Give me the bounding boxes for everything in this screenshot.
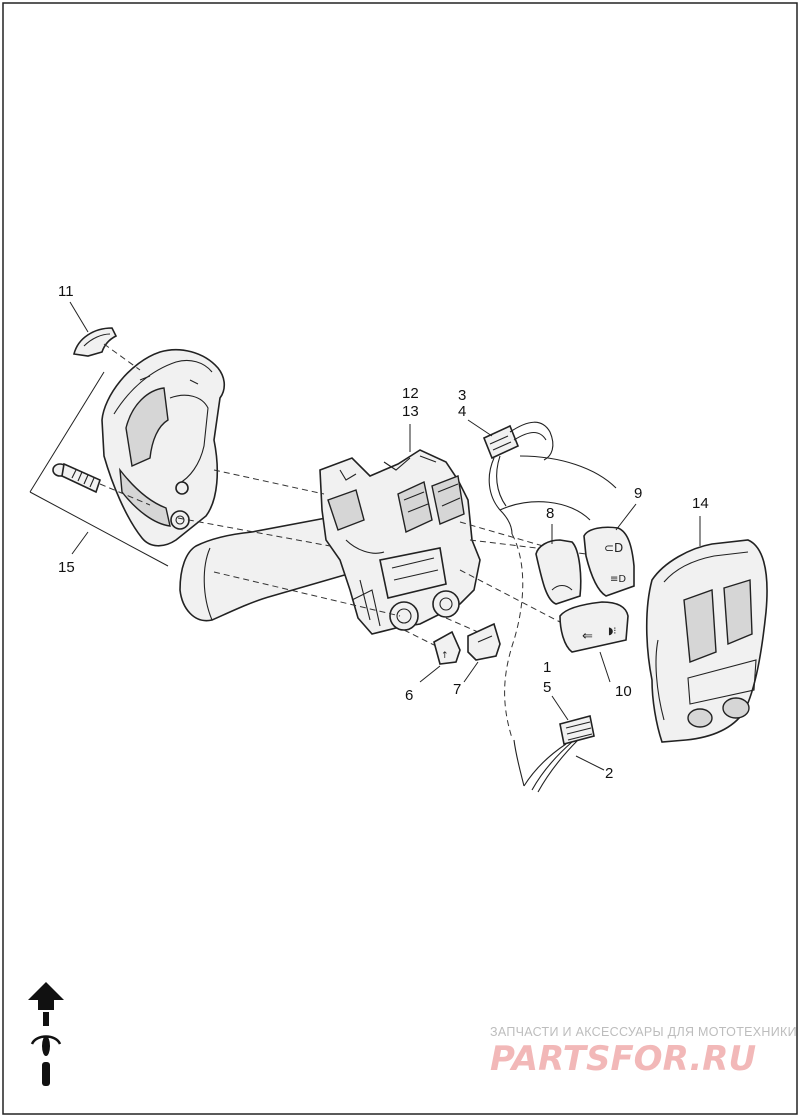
leader-9	[615, 503, 637, 531]
dash-line-center-1	[213, 469, 325, 495]
callout-6: 6	[405, 687, 413, 704]
left-switch-housing	[101, 348, 226, 547]
part-15-bracket-line	[29, 371, 169, 567]
callout-12: 12	[402, 385, 419, 402]
dash-line-center-3	[213, 571, 401, 617]
arc-upper	[519, 455, 617, 489]
svg-text:◗⁝: ◗⁝	[608, 626, 616, 637]
leader-3-4	[467, 419, 493, 437]
watermark-tagline: ЗАПЧАСТИ И АКСЕССУАРЫ ДЛЯ МОТОТЕХНИКИ	[490, 1025, 797, 1039]
part-9-headlight-switch: ⊂D ≡D	[583, 526, 635, 597]
dash-line-center-6	[459, 569, 561, 623]
central-switch-assembly	[319, 449, 481, 635]
dash-line-center-4	[459, 521, 551, 549]
leader-6	[419, 665, 441, 683]
callout-7: 7	[453, 681, 461, 698]
part-8-switch-cap	[535, 539, 582, 605]
dash-line-center-2	[177, 517, 331, 547]
callout-2: 2	[605, 765, 613, 782]
callout-8: 8	[546, 505, 554, 522]
callout-4: 4	[458, 403, 466, 420]
dash-line-center-8	[445, 617, 479, 633]
part-11-clip	[73, 327, 118, 357]
leader-1-5	[551, 695, 569, 721]
watermark-logo: PARTSFOR.RU	[490, 1039, 756, 1079]
dash-wire-down	[504, 533, 524, 739]
svg-text:⊂D: ⊂D	[604, 541, 623, 555]
dash-line-15	[99, 483, 151, 506]
part-3-4-connector	[482, 421, 554, 535]
callout-5: 5	[543, 679, 551, 696]
svg-text:≡D: ≡D	[610, 574, 626, 585]
callout-11: 11	[58, 283, 74, 300]
leader-7	[463, 661, 479, 683]
part-15-screw	[52, 462, 101, 494]
leader-10	[599, 651, 611, 683]
callout-14: 14	[692, 495, 709, 512]
callout-13: 13	[402, 403, 419, 420]
svg-text:↑: ↑	[441, 651, 449, 661]
leader-2	[575, 755, 605, 771]
callout-10: 10	[615, 683, 632, 700]
orientation-arrow-icon	[28, 982, 64, 1086]
part-7-switch-cap	[467, 622, 501, 661]
svg-text:⇐: ⇐	[582, 629, 593, 644]
dash-line-11	[103, 343, 141, 371]
handlebar-grip	[179, 517, 350, 622]
callout-9: 9	[634, 485, 642, 502]
leader-11	[69, 301, 89, 333]
callout-3: 3	[458, 387, 466, 404]
part-1-5-2-connector	[513, 715, 595, 793]
part-10-turn-signal-switch: ⇐ ◗⁝	[559, 601, 629, 653]
arc-lower	[499, 501, 591, 521]
callout-15: 15	[58, 559, 75, 576]
part-6-switch-cap: ↑	[433, 630, 461, 665]
leader-15	[71, 531, 89, 555]
callout-1: 1	[543, 659, 551, 676]
part-14-housing-cover	[645, 539, 768, 743]
